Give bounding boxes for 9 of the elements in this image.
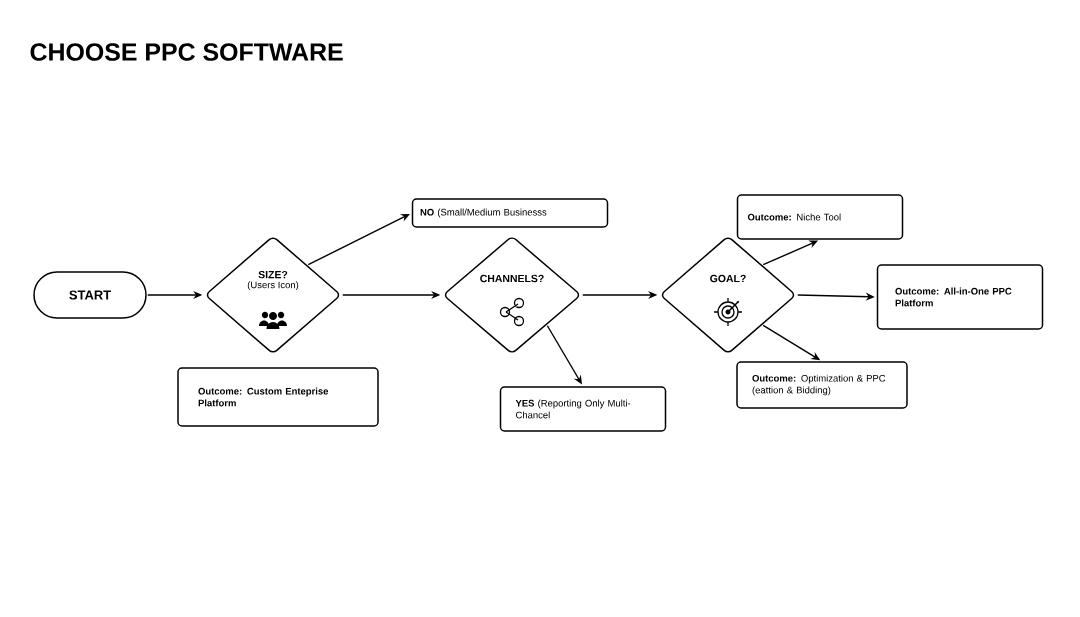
- start-terminal: START: [33, 271, 147, 319]
- title: CHOOSE PPC SOFTWARE: [30, 43, 343, 61]
- arrow: [307, 213, 410, 266]
- outcome-box: Outcome: Niche Tool: [736, 194, 904, 240]
- outcome-box: NO (Small/Medium Businesss: [411, 198, 609, 228]
- outcome-box: Outcome: Optimization & PPC (eattion & Bidding): [736, 361, 908, 409]
- outcome-box: YES (Reporting Only Multi-Chancel: [499, 386, 667, 432]
- outcome-box: Outcome: All-in-One PPC Platform: [876, 264, 1044, 330]
- outcome-box: Outcome: Custom Enteprise Platform: [177, 367, 379, 427]
